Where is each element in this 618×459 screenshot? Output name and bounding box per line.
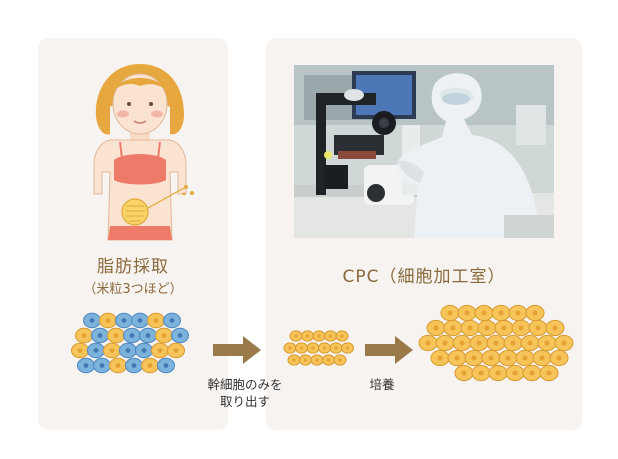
mixed-cell-nucleus: [129, 333, 135, 338]
small-stem-cell-nucleus: [292, 358, 296, 362]
cultured-stem-cell-nucleus: [488, 355, 494, 361]
small-stem-cell-nucleus: [326, 358, 331, 362]
stem-cells-small: [283, 330, 354, 366]
cultured-stem-cell-nucleus: [544, 340, 550, 346]
mixed-cell-nucleus: [97, 333, 103, 338]
mixed-cell-nucleus: [77, 348, 83, 353]
cultured-stem-cell-nucleus: [501, 325, 507, 331]
mixed-cell-nucleus: [153, 318, 159, 323]
cultured-stem-cell-nucleus: [467, 325, 473, 331]
cultured-stem-cell-nucleus: [493, 340, 499, 346]
mixed-cell-nucleus: [109, 348, 115, 353]
mixed-cell-nucleus: [131, 363, 137, 368]
mixed-cell-nucleus: [163, 363, 169, 368]
cultured-stem-cell-nucleus: [484, 325, 490, 331]
mixed-cell-nucleus: [161, 333, 167, 338]
cultured-stem-cell-nucleus: [532, 310, 538, 316]
cultured-stem-cell-nucleus: [529, 370, 535, 376]
mixed-cell-nucleus: [99, 363, 105, 368]
mixed-cell-nucleus: [177, 333, 183, 338]
cultured-stem-cell-nucleus: [425, 340, 431, 346]
fat-harvest-subtitle: （米粒3つほど）: [83, 282, 183, 297]
cultured-stem-cell-nucleus: [515, 310, 521, 316]
small-stem-cell-nucleus: [303, 358, 308, 362]
cultured-stem-cell-nucleus: [481, 310, 487, 316]
small-stem-cell-nucleus: [299, 346, 304, 350]
cultured-stem-cell-nucleus: [561, 340, 567, 346]
mixed-cell-nucleus: [115, 363, 121, 368]
cultured-stem-cell-nucleus: [512, 370, 518, 376]
small-stem-cell-nucleus: [328, 334, 333, 338]
cultured-stem-cell-nucleus: [459, 340, 465, 346]
cultured-stem-cell-nucleus: [461, 370, 467, 376]
extract-label-line-2: 取り出す: [219, 394, 270, 409]
cultured-stem-cell-nucleus: [478, 370, 484, 376]
cultured-stem-cell-nucleus: [546, 370, 552, 376]
cultured-stem-cell-nucleus: [495, 370, 501, 376]
cultured-stem-cell-nucleus: [518, 325, 524, 331]
cultured-stem-cell-nucleus: [437, 355, 443, 361]
cultured-stem-cell-nucleus: [433, 325, 439, 331]
mixed-cell-nucleus: [137, 318, 143, 323]
cultured-stem-cell-nucleus: [552, 325, 558, 331]
mixed-cell-nucleus: [145, 333, 151, 338]
cultured-stem-cell-nucleus: [522, 355, 528, 361]
mixed-cell-nucleus: [113, 333, 119, 338]
small-stem-cell-nucleus: [315, 358, 319, 362]
small-stem-cell-nucleus: [311, 346, 315, 350]
mixed-cell-nucleus: [105, 318, 111, 323]
mixed-cell-nucleus: [173, 348, 179, 353]
mixed-cell-nucleus: [147, 363, 153, 368]
mixed-cell-nucleus: [83, 363, 89, 368]
mixed-cell-nucleus: [169, 318, 175, 323]
small-stem-cell-nucleus: [317, 334, 321, 338]
cpc-title: CPC（細胞加工室）: [342, 267, 506, 287]
cultured-stem-cell-nucleus: [450, 325, 456, 331]
small-stem-cell-nucleus: [322, 346, 327, 350]
small-stem-cell-nucleus: [338, 358, 342, 362]
small-stem-cell-nucleus: [305, 334, 310, 338]
cultured-stem-cell-nucleus: [454, 355, 460, 361]
fat-harvest-title: 脂肪採取: [97, 257, 169, 277]
cultured-stem-cell-nucleus: [510, 340, 516, 346]
cultured-stem-cell-nucleus: [535, 325, 541, 331]
cultured-stem-cell-nucleus: [556, 355, 562, 361]
arrow-extract-icon: [213, 336, 261, 364]
small-stem-cell-nucleus: [288, 346, 292, 350]
mixed-cell-nucleus: [141, 348, 147, 353]
small-stem-cell-nucleus: [340, 334, 344, 338]
cultured-stem-cell-nucleus: [476, 340, 482, 346]
cultured-stem-cell-nucleus: [471, 355, 477, 361]
cultured-stem-cell-nucleus: [464, 310, 470, 316]
cultured-stem-cell-nucleus: [442, 340, 448, 346]
cpc-lab-photo: [294, 65, 554, 238]
mixed-cell-nucleus: [89, 318, 95, 323]
mixed-cell-nucleus: [125, 348, 131, 353]
extract-label-line-1: 幹細胞のみを: [207, 377, 283, 392]
small-stem-cell-nucleus: [334, 346, 338, 350]
stem-cells-cultured: [418, 304, 574, 382]
mixed-cell-nucleus: [93, 348, 99, 353]
cultured-stem-cell-nucleus: [527, 340, 533, 346]
mixed-cell-nucleus: [121, 318, 127, 323]
culture-label: 培養: [369, 377, 395, 392]
arrow-culture-icon: [365, 336, 413, 364]
cultured-stem-cell-nucleus: [498, 310, 504, 316]
woman-illustration: [93, 64, 194, 241]
mixed-cell-nucleus: [157, 348, 163, 353]
fat-cells-mixed: [71, 312, 189, 374]
small-stem-cell-nucleus: [294, 334, 298, 338]
cultured-stem-cell-nucleus: [505, 355, 511, 361]
small-stem-cell-nucleus: [345, 346, 350, 350]
mixed-cell-nucleus: [81, 333, 87, 338]
cultured-stem-cell-nucleus: [539, 355, 545, 361]
cultured-stem-cell-nucleus: [447, 310, 453, 316]
extract-stem-cells-label: 幹細胞のみを 取り出す: [190, 376, 300, 410]
